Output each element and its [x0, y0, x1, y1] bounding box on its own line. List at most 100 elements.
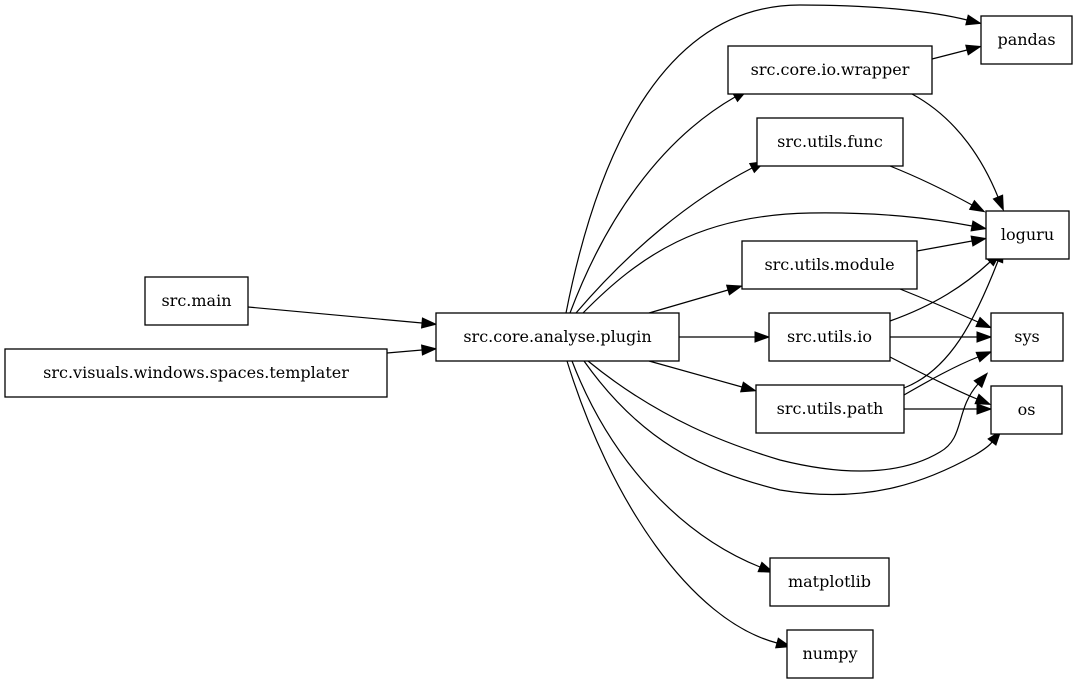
node-box: [727, 45, 933, 95]
node-label: src.utils.path: [777, 399, 884, 418]
node-label: sys: [1014, 327, 1039, 346]
edge-line: [571, 360, 761, 568]
edge-wrapper-to-pandas: [931, 44, 982, 60]
arrow-head: [725, 284, 743, 296]
node-loguru: loguru: [985, 210, 1070, 260]
arrow-head: [965, 44, 982, 56]
arrow-head: [976, 403, 993, 415]
nodes-layer: src.main src.visuals.windows.spaces.templ…: [4, 15, 1073, 679]
node-path: src.utils.path: [755, 384, 905, 434]
node-label: src.main: [161, 291, 231, 310]
edge-line: [931, 49, 968, 60]
node-label: src.utils.module: [764, 255, 894, 274]
node-label: matplotlib: [788, 572, 871, 591]
edge-wrapper-to-loguru: [911, 93, 1004, 212]
edge-line: [566, 360, 778, 644]
arrow-head: [975, 316, 993, 329]
edge-plugin-to-wrapper: [569, 89, 749, 314]
node-io: src.utils.io: [768, 312, 891, 362]
node-templater: src.visuals.windows.spaces.templater: [4, 348, 388, 398]
edge-line: [583, 360, 993, 496]
arrow-head: [757, 561, 775, 573]
node-box: [786, 629, 874, 679]
node-label: src.core.analyse.plugin: [463, 327, 651, 346]
node-box: [980, 15, 1073, 65]
arrow-head: [421, 344, 438, 356]
node-wrapper: src.core.io.wrapper: [727, 45, 933, 95]
arrow-head: [976, 331, 993, 343]
node-func: src.utils.func: [756, 117, 904, 167]
edge-line: [247, 306, 423, 324]
edge-line: [569, 96, 736, 314]
edge-line: [916, 240, 973, 252]
edge-line: [889, 165, 973, 206]
node-box: [741, 240, 918, 290]
node-box: [985, 210, 1070, 260]
edge-plugin-to-module: [648, 284, 743, 314]
edge-templater-to-plugin: [386, 344, 438, 356]
edge-path-to-sys: [903, 351, 993, 396]
arrow-head: [420, 317, 438, 329]
edge-io-to-os: [889, 356, 992, 405]
edge-io-to-sys: [890, 331, 993, 343]
node-label: src.core.io.wrapper: [751, 60, 910, 79]
arrow-head: [992, 194, 1004, 212]
edge-plugin-to-io: [679, 331, 771, 343]
arrow-head: [739, 381, 757, 393]
arrow-head: [973, 372, 989, 389]
node-sys: sys: [990, 312, 1064, 362]
node-label: pandas: [997, 30, 1055, 49]
edge-line: [648, 360, 743, 388]
edge-plugin-to-sys: [587, 360, 989, 472]
node-box: [769, 557, 890, 607]
node-box: [990, 312, 1064, 362]
node-label: os: [1018, 400, 1036, 419]
edge-line: [911, 93, 999, 198]
edge-plugin-to-loguru: [582, 212, 988, 314]
node-box: [755, 384, 905, 434]
node-numpy: numpy: [786, 629, 874, 679]
arrow-head: [970, 220, 988, 232]
arrow-head: [754, 331, 771, 343]
edge-path-to-loguru: [903, 246, 1004, 389]
edge-line: [889, 356, 978, 400]
arrow-head: [968, 199, 986, 213]
edge-plugin-to-pandas: [565, 4, 983, 314]
edge-line: [587, 360, 979, 472]
node-box: [144, 276, 249, 326]
node-label: src.utils.func: [777, 132, 883, 151]
node-box: [435, 312, 680, 362]
node-box: [756, 117, 904, 167]
node-box: [4, 348, 388, 398]
node-box: [990, 385, 1063, 435]
edge-line: [648, 289, 729, 314]
edge-line: [899, 288, 979, 323]
edge-line: [903, 260, 999, 389]
node-module: src.utils.module: [741, 240, 918, 290]
node-pandas: pandas: [980, 15, 1073, 65]
node-matplotlib: matplotlib: [769, 557, 890, 607]
edge-plugin-to-path: [648, 360, 757, 393]
edge-line: [575, 167, 753, 314]
edge-line: [386, 349, 423, 354]
edge-module-to-loguru: [916, 235, 988, 252]
edge-line: [565, 4, 968, 314]
arrow-head: [974, 393, 992, 405]
edge-module-to-sys: [899, 288, 993, 329]
arrow-head: [970, 235, 988, 247]
edge-plugin-to-matplotlib: [571, 360, 775, 573]
edge-line: [889, 261, 991, 322]
node-label: loguru: [1001, 225, 1054, 244]
node-label: src.utils.io: [787, 327, 872, 346]
edge-main-to-plugin: [247, 306, 438, 329]
arrow-head: [975, 351, 993, 363]
arrow-head: [965, 14, 983, 26]
node-box: [768, 312, 891, 362]
node-os: os: [990, 385, 1063, 435]
edge-func-to-loguru: [889, 165, 986, 213]
node-plugin: src.core.analyse.plugin: [435, 312, 680, 362]
edge-line: [582, 212, 973, 314]
node-label: numpy: [802, 644, 857, 663]
edge-path-to-os: [904, 403, 993, 415]
